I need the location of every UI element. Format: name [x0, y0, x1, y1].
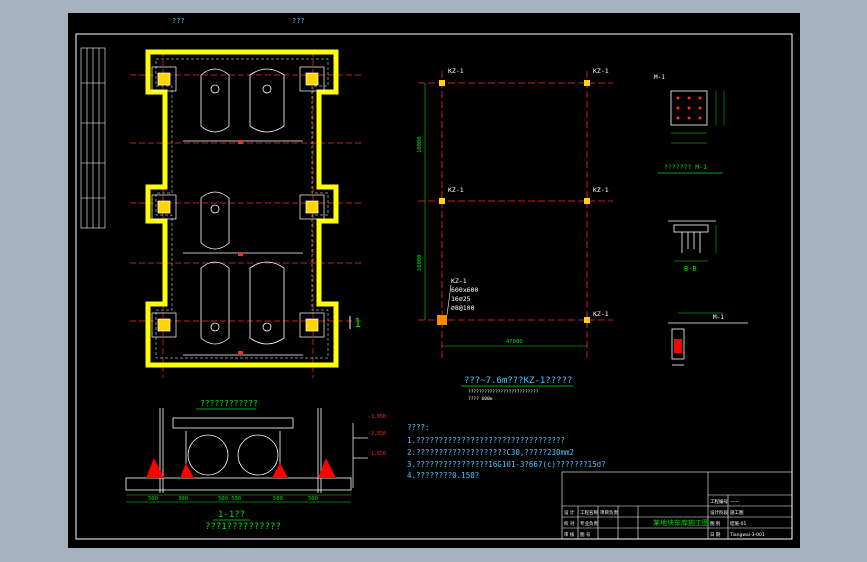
- detail-m1-anchor: M-1: [668, 312, 748, 366]
- tb-cell-6: 图 号: [580, 532, 591, 538]
- section-dim-3: 500: [273, 496, 283, 502]
- inner-frame: [75, 33, 793, 540]
- m1-label: ??????? M-1: [664, 163, 707, 171]
- section-dim-0: 500: [148, 496, 158, 502]
- tank-plan: 1: [130, 49, 363, 378]
- tb-cell-1: 工程名称: [580, 509, 598, 516]
- section-1-1: ???????????? 500 300 500: [125, 399, 386, 532]
- tb-cell-4: 专业负责: [580, 520, 598, 527]
- level-tag-1: -2.550: [368, 431, 386, 437]
- level-tag-2: -1.650: [368, 451, 386, 457]
- callout-line-2: 16⌀25: [451, 295, 471, 303]
- section-cut-label: 1-1??: [218, 510, 245, 520]
- bb-label: B-B: [684, 265, 697, 273]
- tb-right-4: 图 别: [710, 520, 721, 527]
- section-mark: 1: [354, 316, 361, 330]
- kz-label-0: KZ-1: [448, 67, 464, 75]
- kz-label-2: KZ-1: [448, 186, 464, 194]
- detail-bb: B-B: [668, 220, 717, 273]
- tb-right-7: Tiangwai-3-001: [729, 532, 765, 538]
- left-strip: [80, 47, 106, 229]
- note-line-0: 1.?????????????????????????????????: [407, 436, 565, 445]
- section-top-label: ????????????: [200, 399, 258, 408]
- column-plan-sub2: ???? 600m: [468, 396, 493, 402]
- tb-right-0: 工程编号: [710, 498, 728, 505]
- kz-label-3: KZ-1: [593, 186, 609, 194]
- tb-right-1: ——: [730, 500, 740, 505]
- top-mark-left: ???: [172, 17, 185, 25]
- section-dim-1: 300: [178, 496, 188, 502]
- tb-cell-5: 审 核: [564, 531, 575, 538]
- top-mark-right: ???: [292, 17, 305, 25]
- tb-cell-3: 校 对: [564, 520, 575, 527]
- callout-line-1: 600x600: [451, 286, 478, 294]
- general-notes: ????: 1.????????????????????????????????…: [407, 423, 606, 480]
- callout-line-0: KZ-1: [451, 277, 467, 285]
- section-caption: ???1??????????: [205, 522, 281, 532]
- tb-right-5: 结施-01: [730, 520, 746, 527]
- cad-drawing: ??? ???: [75, 17, 793, 540]
- column-plan-sub1: ??????????????????????????: [468, 389, 539, 395]
- detail-m1: M-1 ??????? M-1: [654, 74, 725, 174]
- callout-line-3: ⌀8@100: [451, 304, 475, 312]
- tb-right-2: 设计阶段: [710, 509, 728, 516]
- note-line-3: 4.????????0.150?: [407, 471, 479, 480]
- note-line-2: 3.????????????????16G101-3?667(c)???????…: [407, 460, 606, 469]
- dim-left-upper: 10000: [417, 136, 423, 153]
- kz-label-5: KZ-1: [593, 310, 609, 318]
- tb-right-3: 施工图: [730, 509, 744, 516]
- notes-heading: ????:: [407, 423, 430, 432]
- outer-wall: [145, 49, 339, 368]
- m1-title: M-1: [654, 74, 665, 81]
- section-dim-4: 500: [308, 496, 318, 502]
- m1-callout: M-1: [713, 314, 724, 321]
- level-tag-0: -3.050: [368, 414, 386, 420]
- drawing-name: 某地块车库施工图: [653, 518, 709, 527]
- dim-bottom: 47000: [506, 339, 523, 345]
- tb-cell-2: 项目负责: [600, 509, 618, 516]
- title-block: 某地块车库施工图 设 计 工程名称 项目负责 校 对 专业负责 审 核 图 号 …: [561, 471, 793, 540]
- column-plan-caption: ???~7.6m???KZ-1?????: [464, 376, 572, 386]
- dim-left-lower: 10000: [417, 254, 423, 271]
- note-line-1: 2.????????????????????C30,?????230mm2: [407, 448, 574, 457]
- kz-label-1: KZ-1: [593, 67, 609, 75]
- drawing-sheet: ??? ???: [68, 13, 800, 548]
- tb-cell-0: 设 计: [564, 509, 575, 516]
- section-dim-2: 500 500: [218, 496, 241, 502]
- tb-right-6: 日 期: [710, 532, 721, 538]
- column-plan: KZ-1 KZ-1 KZ-1 KZ-1 KZ-1 KZ-1 600x600 16…: [417, 67, 613, 402]
